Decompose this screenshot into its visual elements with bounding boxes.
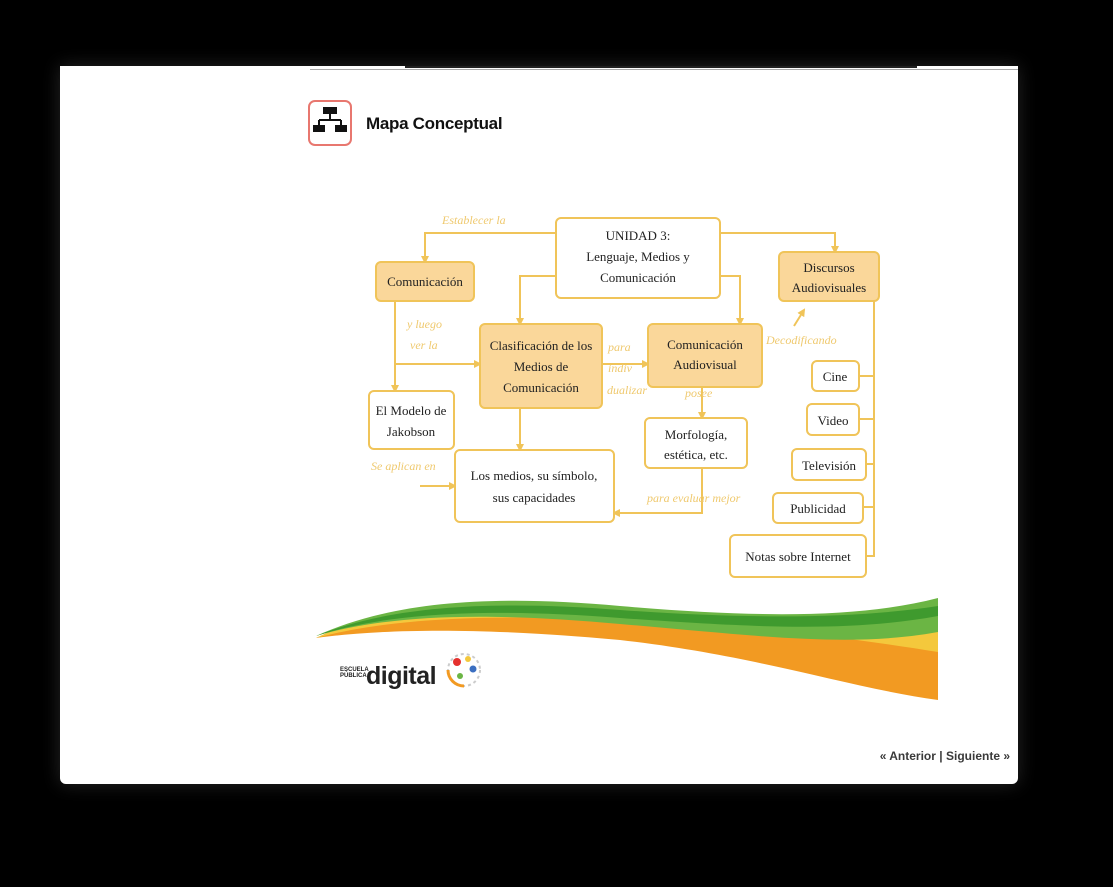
modelo-line-1: El Modelo de: [376, 403, 447, 418]
logo-small-text: ESCUELA PÚBLICA: [340, 667, 369, 679]
label-para: para: [607, 340, 631, 354]
node-modelo-jakobson: [368, 390, 455, 450]
publicidad-label: Publicidad: [790, 501, 846, 516]
pagination-nav: « Anterior | Siguiente »: [880, 749, 1010, 763]
label-posee: posee: [684, 386, 713, 400]
unidad-line-3: Comunicación: [600, 270, 676, 285]
medios-line-1: Los medios, su símbolo,: [471, 468, 598, 483]
clasificacion-line-1: Clasificación de los: [490, 338, 593, 353]
decorative-wave: [316, 598, 938, 700]
discursos-line-1: Discursos: [803, 260, 854, 275]
node-notas-internet: [729, 534, 867, 578]
comunicacion-label: Comunicación: [387, 274, 463, 289]
label-indiv: indiv: [608, 361, 633, 375]
node-cine: [811, 360, 860, 392]
medios-line-2: sus capacidades: [493, 490, 576, 505]
clasificacion-line-2: Medios de: [514, 359, 569, 374]
television-label: Televisión: [802, 458, 856, 473]
node-publicidad: [772, 492, 864, 524]
node-comunicacion-audiovisual: [647, 323, 763, 388]
label-para-evaluar: para evaluar mejor: [646, 491, 741, 505]
cine-label: Cine: [823, 369, 848, 384]
node-video: [806, 403, 860, 436]
node-television: [791, 448, 867, 481]
logo-wordmark: digital: [366, 662, 437, 690]
node-morfologia: [644, 417, 748, 469]
page-title: Mapa Conceptual: [366, 114, 503, 133]
morfologia-line-2: estética, etc.: [664, 447, 728, 462]
unidad-line-1: UNIDAD 3:: [606, 228, 671, 243]
logo-emblem: [446, 653, 481, 688]
top-divider: [310, 69, 1018, 70]
morfologia-line-1: Morfología,: [665, 427, 727, 442]
label-ver-la: ver la: [410, 338, 438, 352]
node-los-medios: [454, 449, 615, 523]
label-se-aplican: Se aplican en: [371, 459, 436, 473]
modelo-line-2: Jakobson: [387, 424, 436, 439]
nav-separator: |: [939, 749, 943, 763]
node-comunicacion: [375, 261, 475, 302]
node-unidad-3: [555, 217, 721, 299]
label-establecer: Establecer la: [441, 213, 506, 227]
label-y-luego: y luego: [406, 317, 442, 331]
node-discursos-audiovisuales: [778, 251, 880, 302]
previous-link[interactable]: « Anterior: [879, 749, 936, 763]
next-link[interactable]: Siguiente »: [945, 749, 1010, 763]
com-audiovisual-line-2: Audiovisual: [673, 357, 737, 372]
org-chart-icon: [308, 100, 352, 146]
concept-map: UNIDAD 3: Lenguaje, Medios y Comunicació…: [316, 213, 938, 700]
clasificacion-line-3: Comunicación: [503, 380, 579, 395]
label-dualizar: dualizar: [607, 383, 647, 397]
notas-label: Notas sobre Internet: [745, 549, 851, 564]
label-decodificando: Decodificando: [765, 333, 837, 347]
top-bar: [405, 66, 917, 68]
discursos-line-2: Audiovisuales: [792, 280, 866, 295]
node-clasificacion-medios: [479, 323, 603, 409]
unidad-line-2: Lenguaje, Medios y: [586, 249, 690, 264]
video-label: Video: [818, 413, 849, 428]
com-audiovisual-line-1: Comunicación: [667, 337, 743, 352]
content-page: Mapa Conceptual: [60, 66, 1018, 784]
